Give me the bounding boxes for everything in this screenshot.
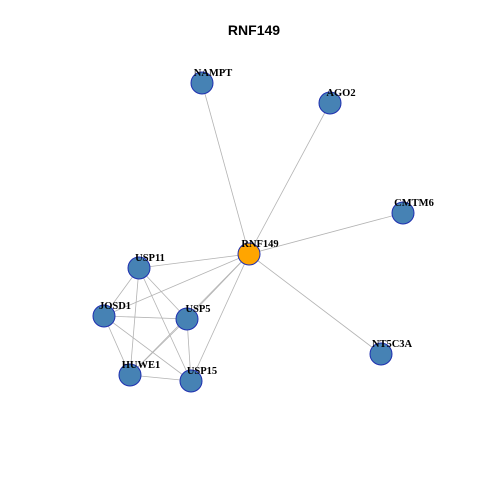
node-label-nampt: NAMPT: [194, 68, 233, 79]
node-label-usp11: USP11: [135, 253, 165, 264]
node-label-rnf149: RNF149: [241, 239, 278, 250]
node-usp5[interactable]: [175, 307, 199, 331]
edge-rnf149-josd1: [103, 253, 250, 317]
edge-layer: [103, 82, 404, 382]
node-usp11[interactable]: [127, 256, 151, 280]
node-label-cmtm6: CMTM6: [394, 198, 434, 209]
node-label-josd1: JOSD1: [99, 301, 131, 312]
edge-rnf149-usp11: [138, 253, 250, 269]
edge-rnf149-ago2: [248, 102, 331, 255]
node-label-usp5: USP5: [185, 304, 210, 315]
diagram-title: RNF149: [228, 22, 280, 38]
node-josd1[interactable]: [92, 304, 116, 328]
edge-usp5-huwe1: [129, 318, 188, 376]
node-nampt[interactable]: [190, 71, 214, 95]
node-label-usp15: USP15: [187, 366, 217, 377]
node-rnf149[interactable]: [237, 242, 261, 266]
node-cmtm6[interactable]: [391, 201, 415, 225]
edge-josd1-usp15: [103, 315, 192, 382]
node-huwe1[interactable]: [118, 363, 142, 387]
node-nt5c3a[interactable]: [369, 342, 393, 366]
edge-josd1-usp5: [103, 315, 188, 320]
edge-rnf149-usp15: [190, 253, 250, 382]
edge-rnf149-cmtm6: [248, 212, 404, 255]
node-label-huwe1: HUWE1: [122, 360, 161, 371]
node-layer: [92, 71, 415, 393]
edge-rnf149-nt5c3a: [248, 253, 382, 355]
node-ago2[interactable]: [318, 91, 342, 115]
node-usp15[interactable]: [179, 369, 203, 393]
edge-usp11-huwe1: [129, 267, 140, 376]
edge-rnf149-nampt: [201, 82, 250, 255]
edge-usp11-usp5: [138, 267, 188, 320]
edge-usp11-usp15: [138, 267, 192, 382]
node-label-ago2: AGO2: [326, 88, 355, 99]
node-label-nt5c3a: NT5C3A: [372, 339, 413, 350]
